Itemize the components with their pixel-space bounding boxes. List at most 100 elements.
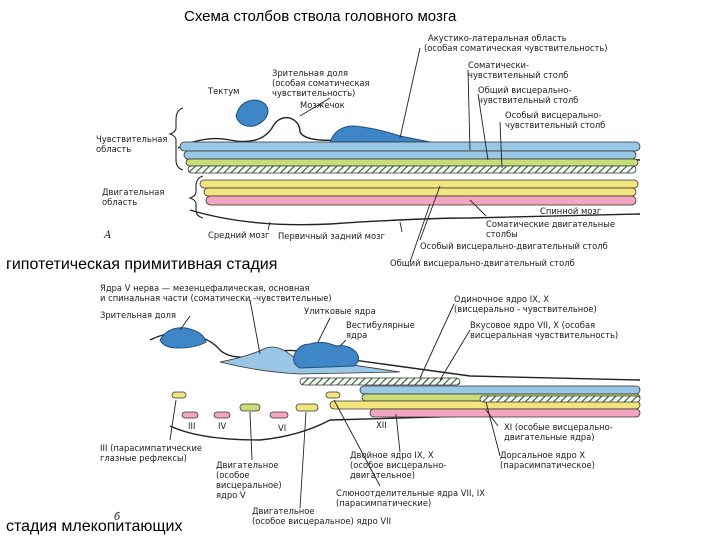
top-brainstem-outline [177, 117, 641, 161]
label-acoustic-lateral-sub: (особая соматическая чувствительность) [424, 43, 608, 53]
label-sensory-area-1: Чувствительная [96, 134, 168, 144]
label-primary-hindbrain: Первичный задний мозг [278, 231, 385, 241]
leader [419, 303, 455, 379]
tectum-shape [235, 99, 269, 127]
leader [419, 185, 441, 241]
label-motor-v-1: Двигательное [216, 460, 279, 470]
label-somatic-motor-2: столбы [486, 229, 518, 239]
leader [467, 69, 471, 151]
label-acoustic-lateral: Акустико-латеральная область [428, 33, 567, 43]
label-general-visceral-motor: Общий висцерально-двигательный столб [390, 258, 575, 268]
label-iii-para-1: III (парасимпатические [100, 443, 203, 453]
top-pink-column [205, 195, 637, 206]
top-blue-column [179, 141, 641, 152]
top-bottom-outline [189, 209, 641, 226]
leader [267, 221, 271, 231]
leader [333, 399, 381, 487]
panel-letter-b: б [114, 512, 121, 523]
label-dorsal-x-1: Дорсальное ядро X [500, 450, 586, 460]
label-somatic-sensory-1: Соматически- [468, 60, 529, 70]
label-cerebellum: Мозжечок [300, 100, 345, 110]
nucleus-vii-motor [295, 403, 319, 412]
leader [249, 411, 253, 461]
leader [439, 329, 471, 381]
label-trigeminal-1: Ядра V нерва — мезенцефалическая, основн… [100, 283, 310, 293]
nucleus-vi [269, 411, 289, 419]
bottom-diagram [149, 299, 641, 509]
bottom-pink-column [369, 408, 641, 418]
label-solitary-1: Одиночное ядро IX, X [454, 294, 549, 304]
label-midbrain: Средний мозг [208, 230, 270, 240]
bottom-ventral-outline [169, 413, 641, 441]
leader [317, 317, 331, 343]
bottom-hatch-column-2 [479, 395, 641, 403]
leader [399, 221, 403, 233]
nucleus-iv [213, 411, 231, 419]
nucleus-iii [181, 411, 199, 419]
leader [299, 411, 307, 509]
leader [469, 199, 487, 217]
vestibular-cochlear-shape [293, 341, 360, 369]
label-cochlear: Улитковые ядра [304, 306, 376, 316]
top-yellow-column [199, 179, 639, 189]
nucleus-iii-para [171, 391, 187, 399]
label-nerve-iii: III [188, 421, 196, 431]
label-optic-3: чувствительность) [272, 88, 356, 98]
leader [499, 121, 503, 169]
label-motor-area-2: область [102, 197, 138, 207]
leader [299, 97, 331, 117]
caption-bottom: стадия млекопитающих [6, 518, 183, 535]
label-spinal-cord: Спинной мозг [540, 206, 602, 216]
label-trigeminal-2: и спинальная части (соматически -чувстви… [100, 293, 332, 303]
top-diagram [168, 47, 641, 263]
label-vestibular-1: Вестибулярные [346, 320, 415, 330]
label-optic-lobe: Зрительная доля [100, 310, 177, 320]
leader [179, 315, 191, 331]
label-nerve-vi: VI [278, 423, 287, 433]
leader [169, 399, 177, 441]
label-somatic-sensory-2: чувствительный столб [468, 70, 569, 80]
nucleus-v-motor [239, 403, 261, 412]
top-blue-column-2 [183, 150, 637, 160]
label-vestibular-2: ядра [346, 330, 368, 340]
label-iii-para-2: глазные рефлексы) [100, 453, 187, 463]
label-motor-v-2: (особое [216, 470, 250, 480]
label-optic-2: (особая соматическая [272, 78, 370, 88]
label-special-visceral-1: Особый висцерально- [505, 110, 602, 120]
label-general-visceral-2: чувствительный столб [478, 95, 579, 105]
label-general-visceral-1: Общий висцерально- [478, 85, 572, 95]
label-motor-v-4: ядро V [216, 490, 246, 500]
nucleus-salivary [325, 391, 341, 399]
label-sensory-area-2: область [96, 144, 132, 154]
top-hatch-column [187, 165, 637, 174]
label-ambiguus-2: (особое висцерально- [350, 460, 447, 470]
cerebellum-shape [329, 125, 431, 143]
leader [339, 339, 347, 347]
bottom-blue-column [359, 385, 641, 395]
label-nerve-xii: XII [376, 420, 387, 430]
leader [477, 93, 489, 161]
label-motor-vii-2: (особое висцеральное) ядро VII [252, 516, 392, 526]
label-tectum: Тектум [208, 86, 240, 96]
label-special-visceral-motor: Особый висцерально-двигательный столб [420, 241, 608, 251]
label-gustatory-1: Вкусовое ядро VII, X (особая [470, 320, 596, 330]
top-green-column [185, 158, 639, 167]
caption-top: гипотетическая примитивная стадия [6, 256, 278, 273]
leader [399, 47, 421, 139]
bottom-optic-lobe-shape [159, 327, 207, 349]
label-solitary-2: (висцерально - чувствительное) [454, 304, 597, 314]
diagram-title: Схема столбов ствола головного мозга [184, 8, 457, 25]
label-somatic-motor-1: Соматические двигательные [486, 219, 616, 229]
leader [485, 401, 501, 457]
leader [249, 299, 261, 355]
panel-letter-a: А [104, 230, 112, 241]
sensory-brace [168, 107, 184, 171]
label-salivary-1: Слюноотделительные ядра VII, IX [336, 488, 485, 498]
label-nerve-xi-2: двигательные ядра) [504, 432, 595, 442]
leader [485, 409, 499, 427]
label-salivary-2: (парасимпатические) [336, 498, 432, 508]
label-gustatory-2: висцеральная чувствительность) [470, 330, 619, 340]
label-motor-v-3: висцеральное) [216, 480, 282, 490]
label-nerve-iv: IV [218, 421, 227, 431]
